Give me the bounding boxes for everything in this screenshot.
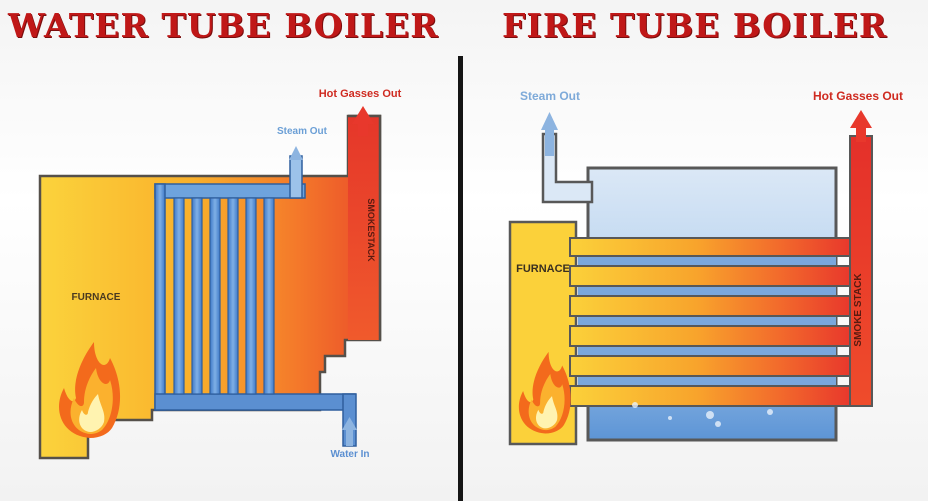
water-channels (578, 256, 836, 386)
water-in-label: Water In (330, 449, 369, 460)
furnace-label: FURNACE (516, 263, 570, 275)
divider (458, 56, 463, 501)
up-arrow-icon (342, 417, 357, 446)
up-arrow-icon (352, 106, 374, 136)
flame-icon (59, 342, 121, 438)
steam-pipe (541, 132, 594, 204)
furnace-label: FURNACE (72, 292, 121, 303)
up-arrow-icon (289, 146, 303, 160)
water-bubbles (632, 402, 773, 427)
up-arrow-icon (541, 112, 558, 156)
smokestack (348, 116, 380, 340)
smoke-stack (849, 135, 873, 407)
steam-out-label: Steam Out (520, 89, 580, 103)
fire-tube-bank (569, 237, 851, 407)
water-tube-boiler-title: WATER TUBE BOILER (8, 6, 439, 45)
flame-icon (518, 351, 571, 434)
fire-tube-boiler-title: FIRE TUBE BOILER (502, 6, 888, 45)
hot-gasses-out-label: Hot Gasses Out (319, 88, 402, 100)
steam-out-label: Steam Out (277, 126, 328, 137)
smoke-stack-label: SMOKE STACK (853, 273, 864, 347)
up-arrow-icon (850, 110, 872, 142)
water-tube-boiler-diagram: Hot Gasses Out Steam Out Water In FURNAC… (38, 88, 402, 460)
hot-gasses-out-label: Hot Gasses Out (813, 89, 903, 103)
fire-tube-boiler-diagram: Steam Out FURNACE Hot Gasses Out SMOKE S… (508, 89, 903, 446)
smokestack-label: SMOKESTACK (366, 198, 376, 262)
